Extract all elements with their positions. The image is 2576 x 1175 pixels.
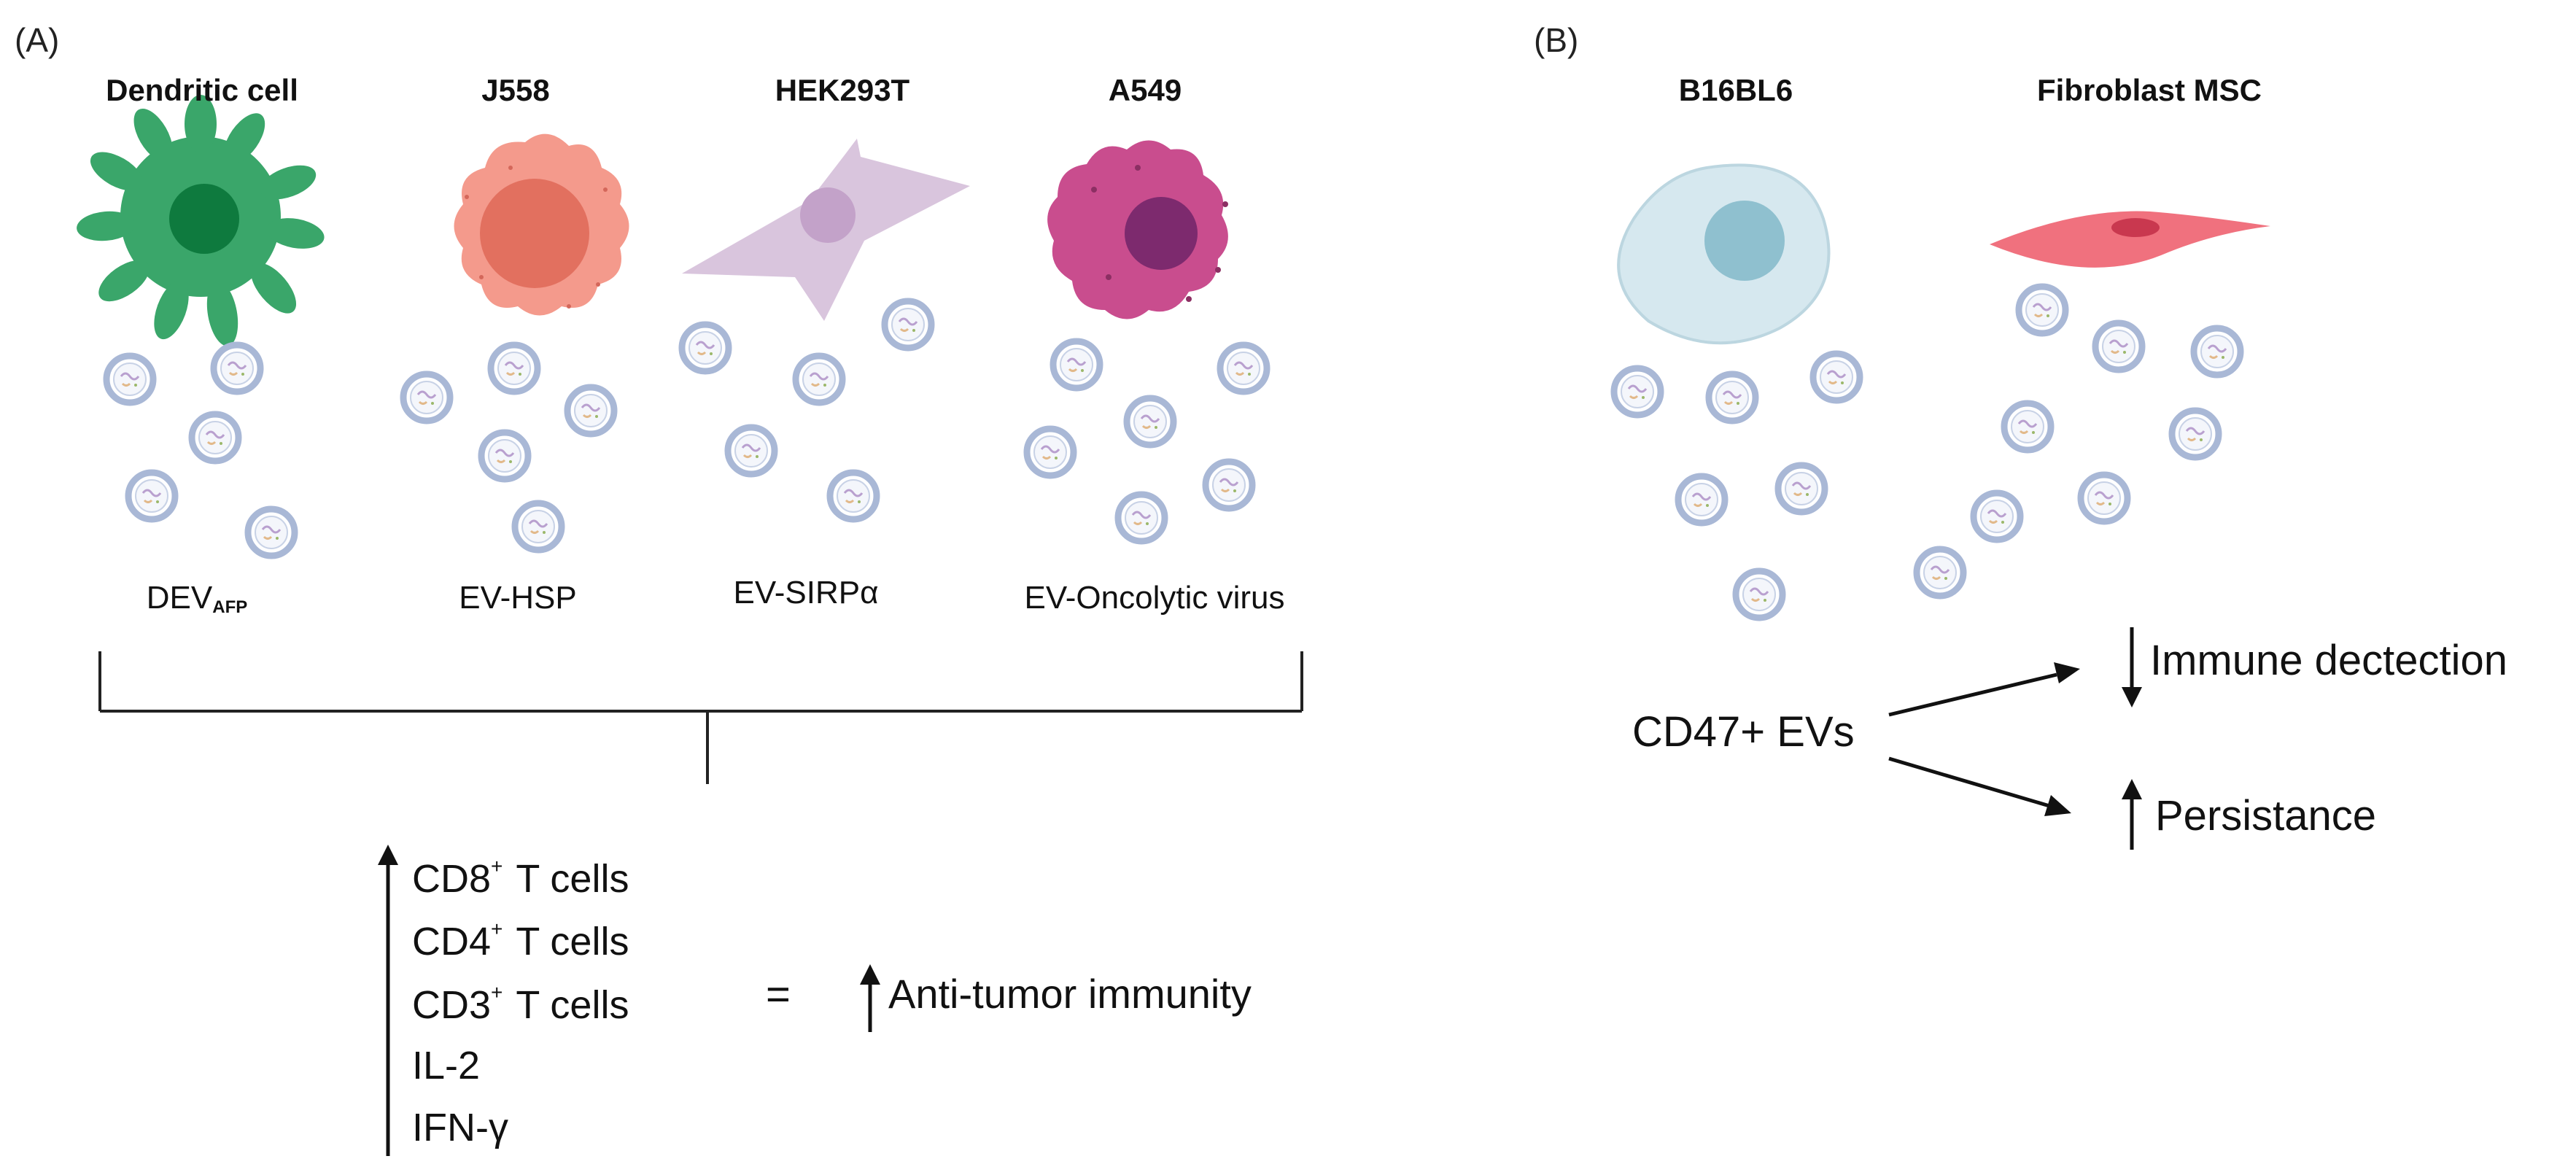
decrease-arrow-immune-detection — [2122, 627, 2142, 707]
outcome-cd4-rest: T cells — [505, 920, 629, 963]
arrow-to-immune-detection — [1888, 662, 2080, 717]
vesicle-group-fibroblast — [1917, 287, 2241, 596]
outcome-cd8-sup: + — [491, 855, 503, 877]
grouping-bracket — [98, 651, 1303, 784]
ev-label-j558: EV-HSP — [459, 580, 577, 616]
cell-name-dendritic: Dendritic cell — [106, 73, 298, 107]
outcome-cd8-rest: T cells — [505, 857, 629, 901]
outcome-cd3: CD3+ T cells — [412, 981, 629, 1028]
result-anti-tumor-immunity: Anti-tumor immunity — [888, 971, 1252, 1017]
a549-cell-icon — [1047, 140, 1228, 319]
cell-name-b16bl6: B16BL6 — [1678, 73, 1793, 107]
hek293t-cell-icon — [682, 139, 970, 321]
cell-name-fibroblast-msc: Fibroblast MSC — [2036, 73, 2262, 107]
outcome-cd8-base: CD8 — [412, 857, 492, 901]
outcome-ifng: IFN-γ — [412, 1106, 508, 1149]
ev-label-hek293t: EV-SIRPα — [733, 575, 879, 610]
outcome-cd8: CD8+ T cells — [412, 855, 629, 901]
vesicle-group-j558 — [403, 345, 614, 550]
fibroblast-msc-cell-icon — [1990, 211, 2270, 268]
vesicle-group-a549 — [1027, 341, 1267, 541]
source-cd47-evs: CD47+ EVs — [1632, 708, 1855, 756]
vesicle-group-b16bl6 — [1614, 354, 1860, 618]
outcome-cd4-sup: + — [491, 918, 503, 940]
j558-cell-icon — [454, 133, 629, 316]
effect-immune-detection: Immune dectection — [2150, 637, 2508, 684]
outcome-cd3-rest: T cells — [505, 983, 629, 1027]
vesicle-group-hek293t — [682, 301, 931, 519]
b16bl6-cell-icon — [1617, 163, 1831, 345]
ev-label-a549: EV-Oncolytic virus — [1024, 580, 1285, 616]
cell-name-a549: A549 — [1108, 73, 1182, 107]
outcome-il2: IL-2 — [412, 1044, 481, 1087]
effect-persistance: Persistance — [2155, 792, 2377, 839]
ev-label-dendritic: DEVAFP — [147, 580, 247, 618]
arrow-to-persistance — [1888, 756, 2071, 816]
cell-name-j558: J558 — [481, 73, 550, 107]
equals-sign: = — [766, 971, 791, 1018]
increase-arrow-immunity — [860, 964, 880, 1032]
outcome-cd3-base: CD3 — [412, 983, 492, 1027]
increase-arrow-outcomes — [378, 845, 398, 1156]
vesicle-group-dendritic — [106, 345, 295, 556]
dendritic-cell-icon — [77, 95, 325, 346]
increase-arrow-persistance — [2122, 779, 2142, 850]
panel-b-tag: (B) — [1534, 21, 1579, 59]
panel-a-tag: (A) — [15, 21, 60, 59]
outcome-cd3-sup: + — [491, 981, 503, 1004]
outcome-cd4: CD4+ T cells — [412, 918, 629, 964]
ev-label-dendritic-main: DEV — [146, 580, 213, 616]
ev-label-dendritic-sub: AFP — [212, 597, 248, 617]
cell-name-hek293t: HEK293T — [775, 73, 910, 107]
outcome-cd4-base: CD4 — [412, 920, 492, 963]
